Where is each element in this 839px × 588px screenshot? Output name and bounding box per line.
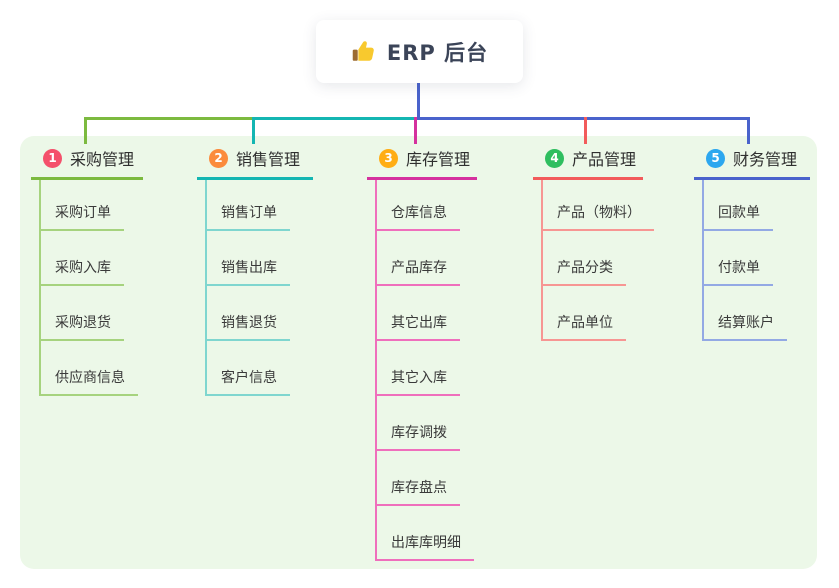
root-node[interactable]: ERP 后台 <box>316 20 523 83</box>
branch-children: 销售订单销售出库销售退货客户信息 <box>205 180 313 396</box>
mindmap-node[interactable]: 采购退货 <box>41 312 124 341</box>
mindmap-child-row: 供应商信息 <box>41 341 143 396</box>
connector-bus-right <box>417 117 750 120</box>
branch-number-badge: 4 <box>545 148 564 168</box>
mindmap-child-row: 其它出库 <box>377 286 477 341</box>
mindmap-node[interactable]: 产品分类 <box>543 257 626 286</box>
mindmap-child-row: 销售订单 <box>207 180 313 231</box>
mindmap-node[interactable]: 销售退货 <box>207 312 290 341</box>
mindmap-child-row: 产品库存 <box>377 231 477 286</box>
branch-finance: 5 财务管理 回款单付款单结算账户 <box>694 146 810 341</box>
branch-purchase: 1 采购管理 采购订单采购入库采购退货供应商信息 <box>31 146 143 396</box>
branch-children: 产品（物料） 产品分类产品单位 <box>541 180 654 341</box>
mindmap-child-row: 库存调拨 <box>377 396 477 451</box>
branch-sales: 2 销售管理 销售订单销售出库销售退货客户信息 <box>197 146 313 396</box>
mindmap-child-row: 库存盘点 <box>377 451 477 506</box>
branch-inventory: 3 库存管理 仓库信息产品库存其它出库其它入库库存调拨库存盘点出库库明细 <box>367 146 477 561</box>
mindmap-child-row: 产品单位 <box>543 286 643 341</box>
branch-title[interactable]: 3 库存管理 <box>367 146 477 180</box>
mindmap-node[interactable]: 供应商信息 <box>41 367 138 396</box>
mindmap-node[interactable]: 库存盘点 <box>377 477 460 506</box>
branch-number-badge: 2 <box>209 148 228 168</box>
mindmap-node[interactable]: 其它入库 <box>377 367 460 396</box>
mindmap-node[interactable]: 结算账户 <box>704 312 787 341</box>
branch-children: 采购订单采购入库采购退货供应商信息 <box>39 180 143 396</box>
branch-title-label: 销售管理 <box>236 150 301 169</box>
mindmap-node[interactable]: 回款单 <box>704 202 773 231</box>
mindmap-node[interactable]: 采购订单 <box>41 202 124 231</box>
branch-number-badge: 3 <box>379 148 398 168</box>
branch-title[interactable]: 5 财务管理 <box>694 146 810 180</box>
connector-drop-2 <box>252 117 255 144</box>
mindmap-node[interactable]: 付款单 <box>704 257 773 286</box>
mindmap-node[interactable]: 其它出库 <box>377 312 460 341</box>
connector-drop-1 <box>84 117 87 144</box>
branch-title-label: 财务管理 <box>733 150 798 169</box>
connector-bus-mid <box>254 117 418 120</box>
mindmap-child-row: 仓库信息 <box>377 180 477 231</box>
branch-product: 4 产品管理 产品（物料） 产品分类产品单位 <box>533 146 654 341</box>
mindmap-node[interactable]: 仓库信息 <box>377 202 460 231</box>
mindmap-node[interactable]: 采购入库 <box>41 257 124 286</box>
mindmap-child-row: 其它入库 <box>377 341 477 396</box>
branch-title-label: 采购管理 <box>70 150 135 169</box>
connector-root-vertical <box>417 83 420 120</box>
mindmap-node[interactable]: 库存调拨 <box>377 422 460 451</box>
mindmap-child-row: 产品（物料） <box>543 180 654 231</box>
thumbs-up-icon <box>352 40 374 61</box>
mindmap-node[interactable]: 出库库明细 <box>377 532 474 561</box>
branch-children: 回款单付款单结算账户 <box>702 180 810 341</box>
mindmap-node[interactable]: 销售订单 <box>207 202 290 231</box>
mindmap-node[interactable]: 客户信息 <box>207 367 290 396</box>
root-title: ERP 后台 <box>386 40 489 65</box>
connector-drop-4 <box>584 117 587 144</box>
mindmap-child-row: 出库库明细 <box>377 506 477 561</box>
mindmap-child-row: 采购退货 <box>41 286 143 341</box>
mindmap-child-row: 产品分类 <box>543 231 643 286</box>
branch-number-badge: 1 <box>43 148 62 168</box>
mindmap-child-row: 结算账户 <box>704 286 810 341</box>
connector-drop-5 <box>747 117 750 144</box>
mindmap-canvas <box>20 136 817 569</box>
branch-title-label: 库存管理 <box>406 150 471 169</box>
branch-number-badge: 5 <box>706 148 725 168</box>
mindmap-node[interactable]: 销售出库 <box>207 257 290 286</box>
connector-drop-3 <box>414 117 417 144</box>
mindmap-child-row: 客户信息 <box>207 341 313 396</box>
mindmap-node[interactable]: 产品（物料） <box>543 202 654 231</box>
mindmap-node[interactable]: 产品单位 <box>543 312 626 341</box>
mindmap-child-row: 付款单 <box>704 231 810 286</box>
mindmap-child-row: 采购订单 <box>41 180 143 231</box>
branch-title[interactable]: 2 销售管理 <box>197 146 313 180</box>
mindmap-child-row: 销售出库 <box>207 231 313 286</box>
branch-title-label: 产品管理 <box>572 150 637 169</box>
branch-title[interactable]: 4 产品管理 <box>533 146 643 180</box>
branch-title[interactable]: 1 采购管理 <box>31 146 143 180</box>
mindmap-node[interactable]: 产品库存 <box>377 257 460 286</box>
mindmap-child-row: 回款单 <box>704 180 810 231</box>
mindmap-child-row: 采购入库 <box>41 231 143 286</box>
connector-bus-left <box>84 117 254 120</box>
mindmap-child-row: 销售退货 <box>207 286 313 341</box>
branch-children: 仓库信息产品库存其它出库其它入库库存调拨库存盘点出库库明细 <box>375 180 477 561</box>
